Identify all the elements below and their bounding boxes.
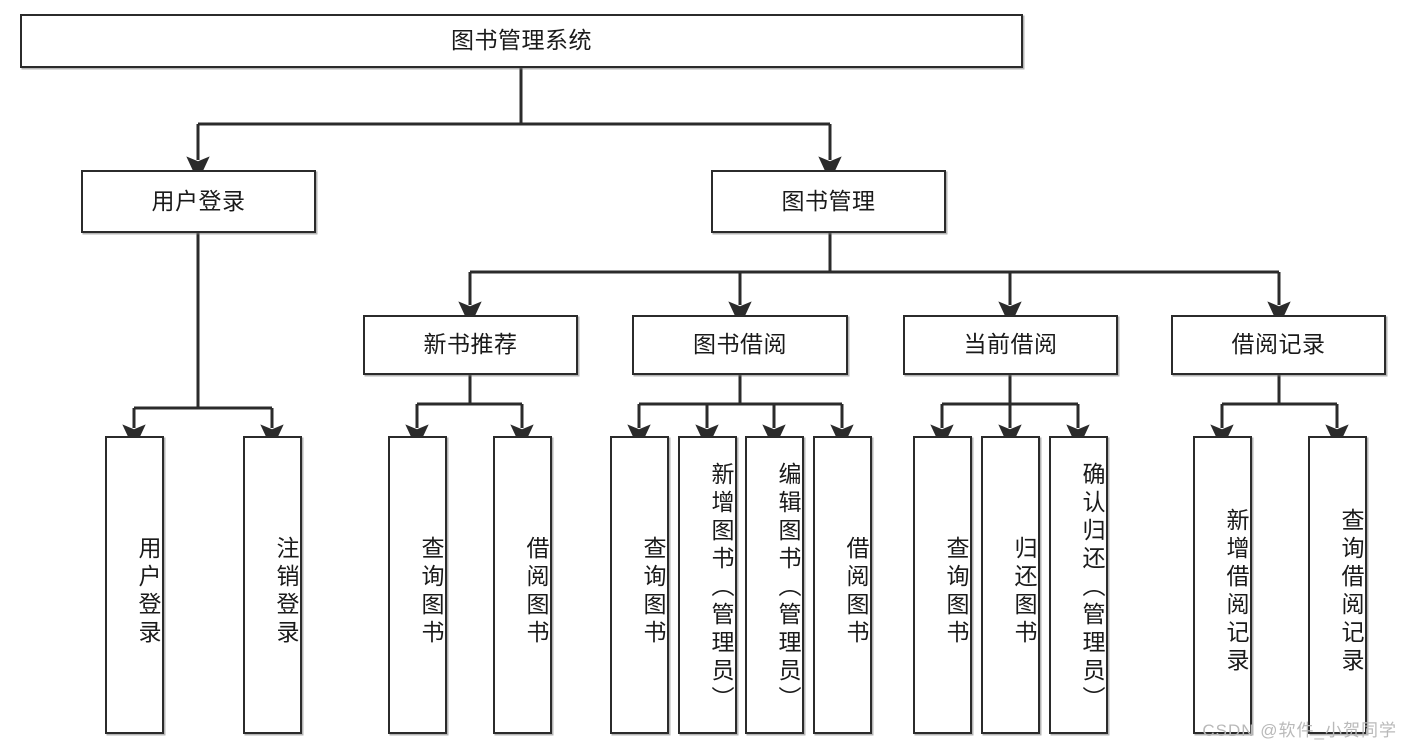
node-new-book-recommend[interactable]: 新书推荐 <box>363 315 578 375</box>
node-book-management-label: 图书管理 <box>781 187 876 214</box>
leaf-book-borrow-query[interactable]: 查询图书 <box>610 436 669 734</box>
node-book-borrow-label: 图书借阅 <box>693 331 787 358</box>
node-current-borrow-label: 当前借阅 <box>963 331 1058 358</box>
leaf-new-book-borrow-label: 借阅图书 <box>523 536 549 648</box>
node-root-label: 图书管理系统 <box>451 27 592 54</box>
leaf-borrow-record-query[interactable]: 查询借阅记录 <box>1308 436 1367 734</box>
leaf-current-borrow-return[interactable]: 归还图书 <box>981 436 1040 734</box>
node-new-book-recommend-label: 新书推荐 <box>423 331 518 358</box>
leaf-user-login-signout[interactable]: 注销登录 <box>243 436 302 734</box>
leaf-user-login-signout-label: 注销登录 <box>273 536 299 648</box>
leaf-book-borrow-add[interactable]: 新增图书（管理员） <box>678 436 737 734</box>
leaf-borrow-record-query-label: 查询借阅记录 <box>1338 508 1364 676</box>
node-root[interactable]: 图书管理系统 <box>20 14 1023 68</box>
leaf-user-login-signin[interactable]: 用户登录 <box>105 436 164 734</box>
leaf-borrow-record-add[interactable]: 新增借阅记录 <box>1193 436 1252 734</box>
csdn-watermark: CSDN @软件_小贺同学 <box>1202 721 1397 740</box>
node-user-login[interactable]: 用户登录 <box>81 170 316 233</box>
leaf-current-borrow-confirm-return-label: 确认归还（管理员） <box>1079 462 1105 714</box>
node-borrow-record[interactable]: 借阅记录 <box>1171 315 1386 375</box>
leaf-new-book-query[interactable]: 查询图书 <box>388 436 447 734</box>
node-book-management[interactable]: 图书管理 <box>711 170 946 233</box>
leaf-current-borrow-query-label: 查询图书 <box>943 536 969 648</box>
leaf-book-borrow-edit[interactable]: 编辑图书（管理员） <box>745 436 804 734</box>
leaf-current-borrow-confirm-return[interactable]: 确认归还（管理员） <box>1049 436 1108 734</box>
leaf-new-book-query-label: 查询图书 <box>418 536 444 648</box>
node-user-login-label: 用户登录 <box>151 187 246 214</box>
leaf-current-borrow-return-label: 归还图书 <box>1011 536 1037 648</box>
leaf-user-login-signin-label: 用户登录 <box>135 536 161 648</box>
leaf-book-borrow-add-label: 新增图书（管理员） <box>708 462 734 714</box>
leaf-book-borrow-borrow[interactable]: 借阅图书 <box>813 436 872 734</box>
leaf-book-borrow-query-label: 查询图书 <box>640 536 666 648</box>
leaf-new-book-borrow[interactable]: 借阅图书 <box>493 436 552 734</box>
node-borrow-record-label: 借阅记录 <box>1231 331 1326 358</box>
leaf-book-borrow-edit-label: 编辑图书（管理员） <box>775 462 801 714</box>
leaf-current-borrow-query[interactable]: 查询图书 <box>913 436 972 734</box>
leaf-borrow-record-add-label: 新增借阅记录 <box>1223 508 1249 676</box>
node-current-borrow[interactable]: 当前借阅 <box>903 315 1118 375</box>
node-book-borrow[interactable]: 图书借阅 <box>632 315 848 375</box>
leaf-book-borrow-borrow-label: 借阅图书 <box>843 536 869 648</box>
